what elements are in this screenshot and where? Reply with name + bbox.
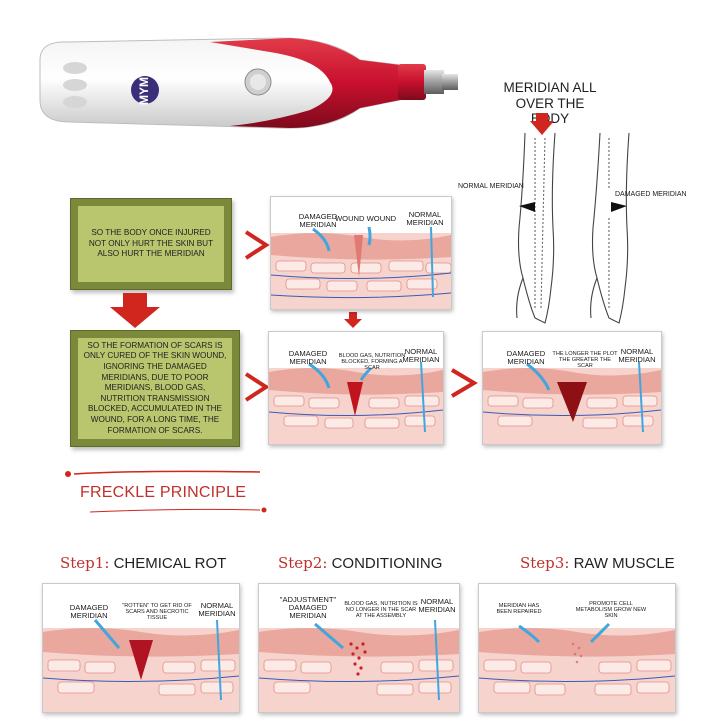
panel-damaged-label: DAMAGED MERIDIAN bbox=[506, 349, 546, 366]
meridian-title-line1: MERIDIAN ALL bbox=[503, 80, 597, 95]
step-damaged-label: "ADJUSTMENT" DAMAGED MERIDIAN bbox=[279, 595, 337, 620]
skin-cross-section bbox=[269, 361, 443, 444]
green-box-injury: SO THE BODY ONCE INJURED NOT ONLY HURT T… bbox=[70, 198, 232, 290]
step1-label: CHEMICAL ROT bbox=[113, 555, 227, 572]
skin-cross-section bbox=[259, 619, 459, 712]
step2-panel: "ADJUSTMENT" DAMAGED MERIDIAN BLOOD GAS,… bbox=[258, 583, 460, 713]
step-damaged-label: DAMAGED MERIDIAN bbox=[69, 603, 109, 620]
step-note-label: PROMOTE CELL METABOLISM GROW NEW SKIN bbox=[575, 601, 647, 619]
panel-note-label: THE LONGER THE PLOT THE GREATER THE SCAR bbox=[552, 351, 618, 369]
meridian-down-arrow bbox=[530, 113, 554, 135]
chevron-right-icon bbox=[244, 230, 270, 260]
panel-wound: DAMAGED MERIDIAN WOUND WOUND NORMAL MERI… bbox=[270, 196, 452, 310]
panel-note-label: BLOOD GAS, NUTRITION BLOCKED, FORMING A … bbox=[338, 353, 406, 371]
scars-text: SO THE FORMATION OF SCARS IS ONLY CURED … bbox=[83, 340, 227, 435]
panel-scar-forming: DAMAGED MERIDIAN BLOOD GAS, NUTRITION BL… bbox=[268, 331, 444, 445]
red-down-arrow bbox=[110, 293, 160, 328]
step-note-label: "ROTTEN" TO GET RID OF SCARS AND NECROTI… bbox=[122, 603, 192, 621]
pen-illustration bbox=[39, 37, 458, 129]
chevron-right-icon bbox=[450, 368, 478, 398]
panel-scar-grows: DAMAGED MERIDIAN THE LONGER THE PLOT THE… bbox=[482, 331, 662, 445]
skin-cross-section bbox=[271, 226, 451, 309]
step3-label: RAW MUSCLE bbox=[573, 555, 675, 572]
step2-number: Step2: bbox=[278, 554, 328, 572]
step1-panel: DAMAGED MERIDIAN "ROTTEN" TO GET RID OF … bbox=[42, 583, 240, 713]
panel-normal-label: NORMAL MERIDIAN bbox=[402, 347, 440, 364]
green-box-scars: SO THE FORMATION OF SCARS IS ONLY CURED … bbox=[70, 330, 240, 447]
decorative-swoosh bbox=[65, 470, 267, 513]
step3-number: Step3: bbox=[520, 554, 570, 572]
step-normal-label: NORMAL MERIDIAN bbox=[198, 601, 236, 618]
brand-logo: MYM bbox=[137, 77, 151, 105]
microneedle-pen: MYM bbox=[30, 30, 470, 140]
step-note-label: BLOOD GAS, NUTRITION IS NO LONGER IN THE… bbox=[344, 601, 418, 619]
panel-damaged-label: DAMAGED MERIDIAN bbox=[298, 212, 338, 229]
step-normal-label: NORMAL MERIDIAN bbox=[418, 597, 456, 614]
step3-panel: MERIDIAN HAS BEEN REPAIRED PROMOTE CELL … bbox=[478, 583, 676, 713]
step1-number: Step1: bbox=[60, 554, 110, 572]
panel-normal-label: NORMAL MERIDIAN bbox=[618, 347, 656, 364]
step1-title: Step1: CHEMICAL ROT bbox=[60, 554, 226, 572]
step2-label: CONDITIONING bbox=[331, 555, 443, 572]
freckle-principle-title: FRECKLE PRINCIPLE bbox=[80, 484, 247, 501]
skin-cross-section bbox=[479, 622, 675, 712]
step-damaged-label: MERIDIAN HAS BEEN REPAIRED bbox=[496, 603, 542, 615]
step2-title: Step2: CONDITIONING bbox=[278, 554, 442, 572]
panel-wound-label: WOUND WOUND bbox=[335, 214, 397, 223]
normal-meridian-arm-label: NORMAL MERIDIAN bbox=[458, 183, 524, 190]
damaged-meridian-arm-label: DAMAGED MERIDIAN bbox=[615, 191, 687, 198]
panel-damaged-label: DAMAGED MERIDIAN bbox=[288, 349, 328, 366]
step3-title: Step3: RAW MUSCLE bbox=[520, 554, 675, 572]
injury-text: SO THE BODY ONCE INJURED NOT ONLY HURT T… bbox=[88, 228, 214, 259]
skin-cross-section bbox=[483, 361, 661, 444]
skin-cross-section bbox=[43, 619, 239, 712]
arms-illustration bbox=[516, 132, 630, 324]
chevron-right-icon bbox=[244, 372, 270, 402]
panel-normal-label: NORMAL MERIDIAN bbox=[406, 210, 444, 227]
small-down-arrow bbox=[344, 312, 362, 328]
